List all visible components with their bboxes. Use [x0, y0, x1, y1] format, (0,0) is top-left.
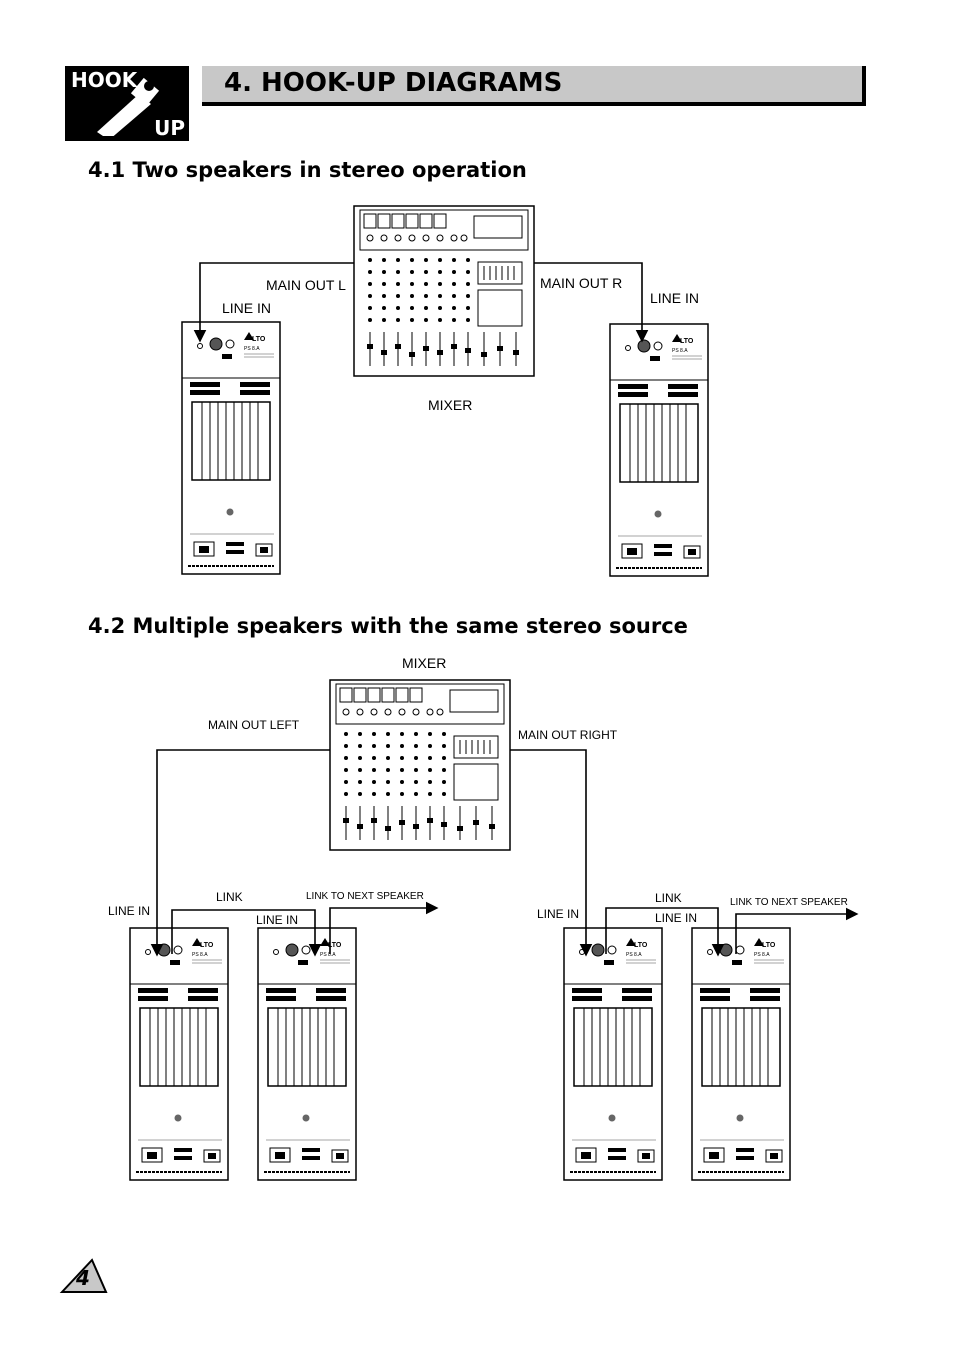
cable-link-next-left — [329, 901, 439, 954]
label-line-in-2: LINE IN — [256, 913, 299, 927]
cable-link-next-right — [735, 907, 859, 954]
hook-up-badge: HOOK UP — [65, 66, 189, 141]
label-mixer-1: MIXER — [428, 397, 473, 413]
cable-main-out-left — [150, 749, 330, 957]
mixer-1 — [353, 205, 535, 377]
speaker-2-a — [129, 927, 229, 1181]
label-main-out-r: MAIN OUT R — [540, 275, 623, 291]
label-main-out-left: MAIN OUT LEFT — [208, 718, 300, 732]
cable-link-right — [605, 907, 725, 957]
speaker-1-right — [609, 323, 709, 577]
speaker-1-left — [181, 321, 281, 575]
page-number-badge — [59, 1258, 108, 1293]
cable-link-left — [171, 909, 322, 957]
badge-hook-text: HOOK — [71, 68, 138, 92]
speaker-2-b — [257, 927, 357, 1181]
label-main-out-right: MAIN OUT RIGHT — [518, 728, 618, 742]
page-title: 4. HOOK-UP DIAGRAMS — [224, 68, 563, 98]
cable-main-out-l — [193, 262, 354, 343]
label-line-in-4: LINE IN — [655, 911, 698, 925]
label-line-in-left: LINE IN — [222, 300, 272, 316]
section-2-title: 4.2 Multiple speakers with the same ster… — [88, 614, 688, 638]
label-link-left: LINK — [216, 890, 243, 904]
label-mixer-2: MIXER — [402, 655, 447, 671]
section-1-title: 4.1 Two speakers in stereo operation — [88, 158, 527, 182]
mixer-2 — [329, 679, 511, 851]
label-line-in-1: LINE IN — [108, 904, 151, 918]
cable-main-out-r — [534, 262, 649, 343]
label-line-in-right: LINE IN — [650, 290, 700, 306]
label-link-right: LINK — [655, 891, 682, 905]
label-link-next-left: LINK TO NEXT SPEAKER — [306, 891, 424, 902]
title-bar: 4. HOOK-UP DIAGRAMS — [202, 66, 866, 106]
speaker-2-d — [691, 927, 791, 1181]
label-main-out-l: MAIN OUT L — [266, 277, 346, 293]
cable-main-out-right — [510, 749, 593, 957]
xlr-plug-icon — [97, 77, 160, 136]
badge-up-text: UP — [154, 116, 185, 140]
label-line-in-3: LINE IN — [537, 907, 580, 921]
label-link-next-right: LINK TO NEXT SPEAKER — [730, 897, 848, 908]
page-number: 4 — [76, 1266, 90, 1290]
speaker-2-c — [563, 927, 663, 1181]
